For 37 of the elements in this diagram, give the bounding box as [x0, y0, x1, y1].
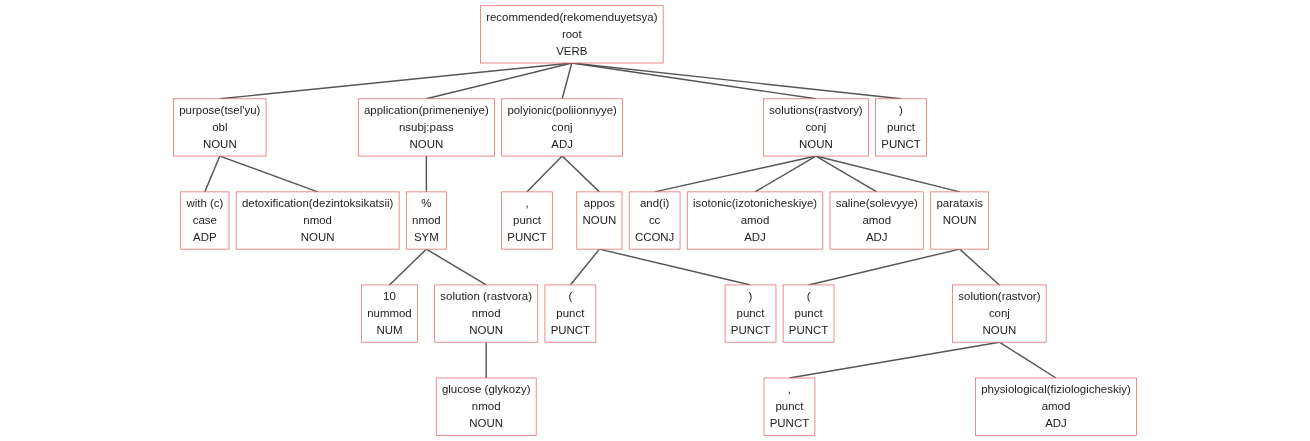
node-box: application(primeneniye) nsubj:pass NOUN [357, 98, 495, 157]
node-box: physiological(fiziologicheskiy) amod ADJ [975, 377, 1137, 436]
node-box: appos NOUN [576, 191, 623, 250]
node-box: ( punct PUNCT [782, 284, 835, 343]
connector [569, 248, 601, 286]
node-box: recommended(rekomenduyetsya) root VERB [480, 5, 664, 64]
node-box: parataxis NOUN [930, 191, 989, 250]
node-box: saline(solevyye) amod ADJ [829, 191, 924, 250]
connector [561, 155, 601, 193]
node-box: 10 nummod NUM [361, 284, 418, 343]
node-box: , punct PUNCT [501, 191, 553, 250]
node-box: detoxification(dezintoksikatsii) nmod NOUN [235, 191, 400, 250]
connector [815, 155, 878, 193]
node-box: glucose (glykozy) nmod NOUN [435, 377, 537, 436]
connector [388, 248, 428, 286]
connector [485, 341, 487, 379]
node-box: polyionic(poliionnyye) conj ADJ [501, 98, 623, 157]
node-box: isotonic(izotonicheskiye) amod ADJ [686, 191, 824, 250]
connector [425, 248, 487, 286]
node-box: ) punct PUNCT [875, 98, 927, 157]
connector [425, 155, 428, 193]
connector [998, 341, 1057, 379]
node-box: , punct PUNCT [763, 377, 816, 436]
connector [561, 62, 573, 100]
connector [754, 155, 817, 193]
node-box: solution (rastvora) nmod NOUN [434, 284, 539, 343]
connector [526, 155, 563, 193]
node-box: % nmod SYM [405, 191, 447, 250]
connector [204, 155, 221, 193]
node-box: and(i) cc CCONJ [628, 191, 681, 250]
node-box: solutions(rastvory) conj NOUN [763, 98, 869, 157]
connector [958, 248, 1001, 286]
node-box: with (c) case ADP [180, 191, 230, 250]
node-box: purpose(tsel'yu) obl NOUN [173, 98, 267, 157]
node-box: ( punct PUNCT [544, 284, 597, 343]
node-box: solution(rastvor) conj NOUN [952, 284, 1047, 343]
node-box: ) punct PUNCT [724, 284, 777, 343]
